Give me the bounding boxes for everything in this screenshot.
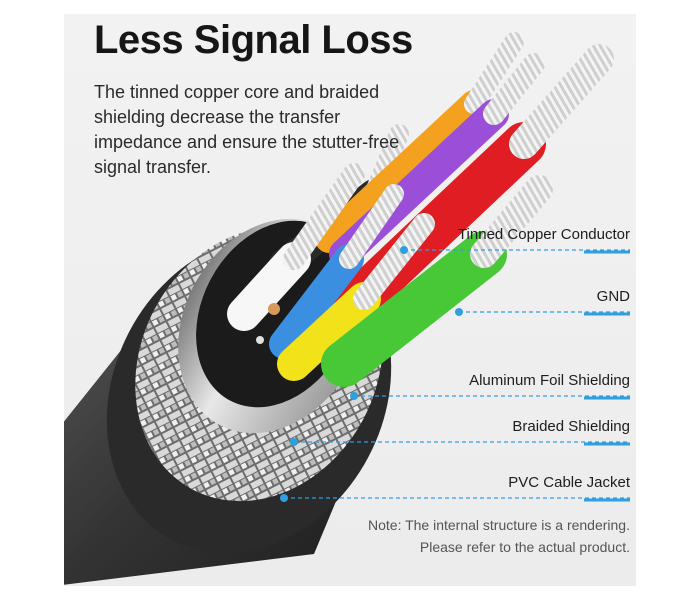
- callout-leader-lines: [284, 249, 630, 499]
- wire-bundle: [227, 32, 614, 387]
- cable-cross-section-illustration: [64, 32, 630, 585]
- callout-gnd: GND: [596, 288, 630, 305]
- callout-braided-shielding: Braided Shielding: [512, 418, 630, 435]
- feature-description: The tinned copper core and braided shiel…: [94, 82, 400, 177]
- note-line-2: Please refer to the actual product.: [419, 539, 630, 555]
- callout-end-bars: [584, 250, 630, 502]
- disclaimer-note: Note: The internal structure is a render…: [368, 514, 630, 558]
- callout-dots: [280, 246, 463, 502]
- product-infographic: Less Signal Loss The tinned copper core …: [64, 14, 636, 586]
- note-line-1: Note: The internal structure is a render…: [368, 517, 630, 533]
- page-title: Less Signal Loss: [94, 18, 413, 62]
- callout-pvc-cable-jacket: PVC Cable Jacket: [508, 474, 630, 491]
- callout-tinned-copper-conductor: Tinned Copper Conductor: [457, 226, 630, 243]
- callout-aluminum-foil-shielding: Aluminum Foil Shielding: [469, 372, 630, 389]
